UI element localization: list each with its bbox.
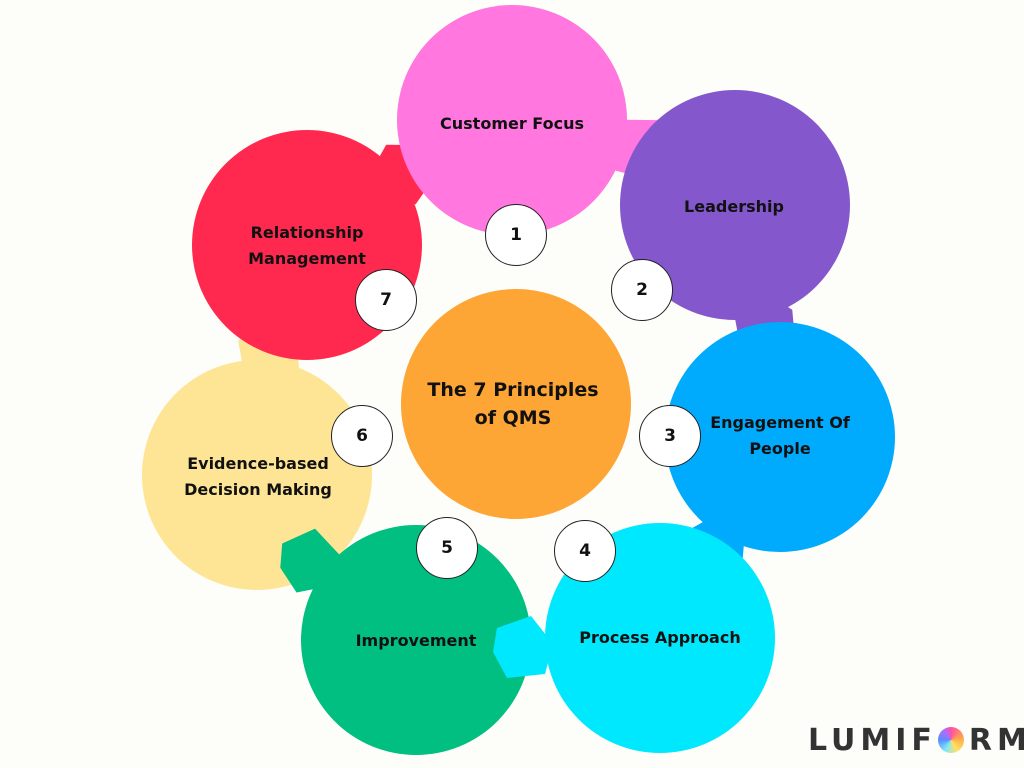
- principle-label: Evidence-based Decision Making: [184, 454, 332, 499]
- connector-tab: [493, 616, 553, 678]
- logo-text-end: RM: [968, 722, 1024, 758]
- principle-label: Process Approach: [579, 628, 741, 647]
- principle-label: Improvement: [355, 631, 477, 650]
- center-title: The 7 Principles of QMS: [427, 379, 599, 429]
- number-badge: 4: [554, 520, 616, 582]
- principle-circle: [397, 5, 627, 235]
- lumiform-logo: LUMIF RM: [808, 722, 1024, 758]
- principle-node-5: [280, 525, 531, 755]
- principle-circle: [545, 523, 775, 753]
- number-badge: 6: [331, 405, 393, 467]
- logo-o-icon: [937, 727, 964, 753]
- principle-label: Relationship Management: [248, 223, 366, 268]
- number-badge: 5: [416, 517, 478, 579]
- principle-node-2: [620, 90, 850, 358]
- principle-circle: [665, 322, 895, 552]
- logo-text-start: LUMIF: [808, 722, 937, 758]
- number-badge: 7: [355, 269, 417, 331]
- number-badge: 1: [485, 204, 547, 266]
- principle-label: Leadership: [684, 197, 784, 216]
- principle-circle: [620, 90, 850, 320]
- principle-label: Customer Focus: [440, 114, 584, 133]
- number-badge: 3: [639, 405, 701, 467]
- center-circle: [401, 289, 631, 519]
- principle-label: Engagement Of People: [710, 413, 850, 458]
- number-badge: 2: [611, 259, 673, 321]
- principle-node-4: [493, 523, 775, 753]
- principle-circle: [301, 525, 531, 755]
